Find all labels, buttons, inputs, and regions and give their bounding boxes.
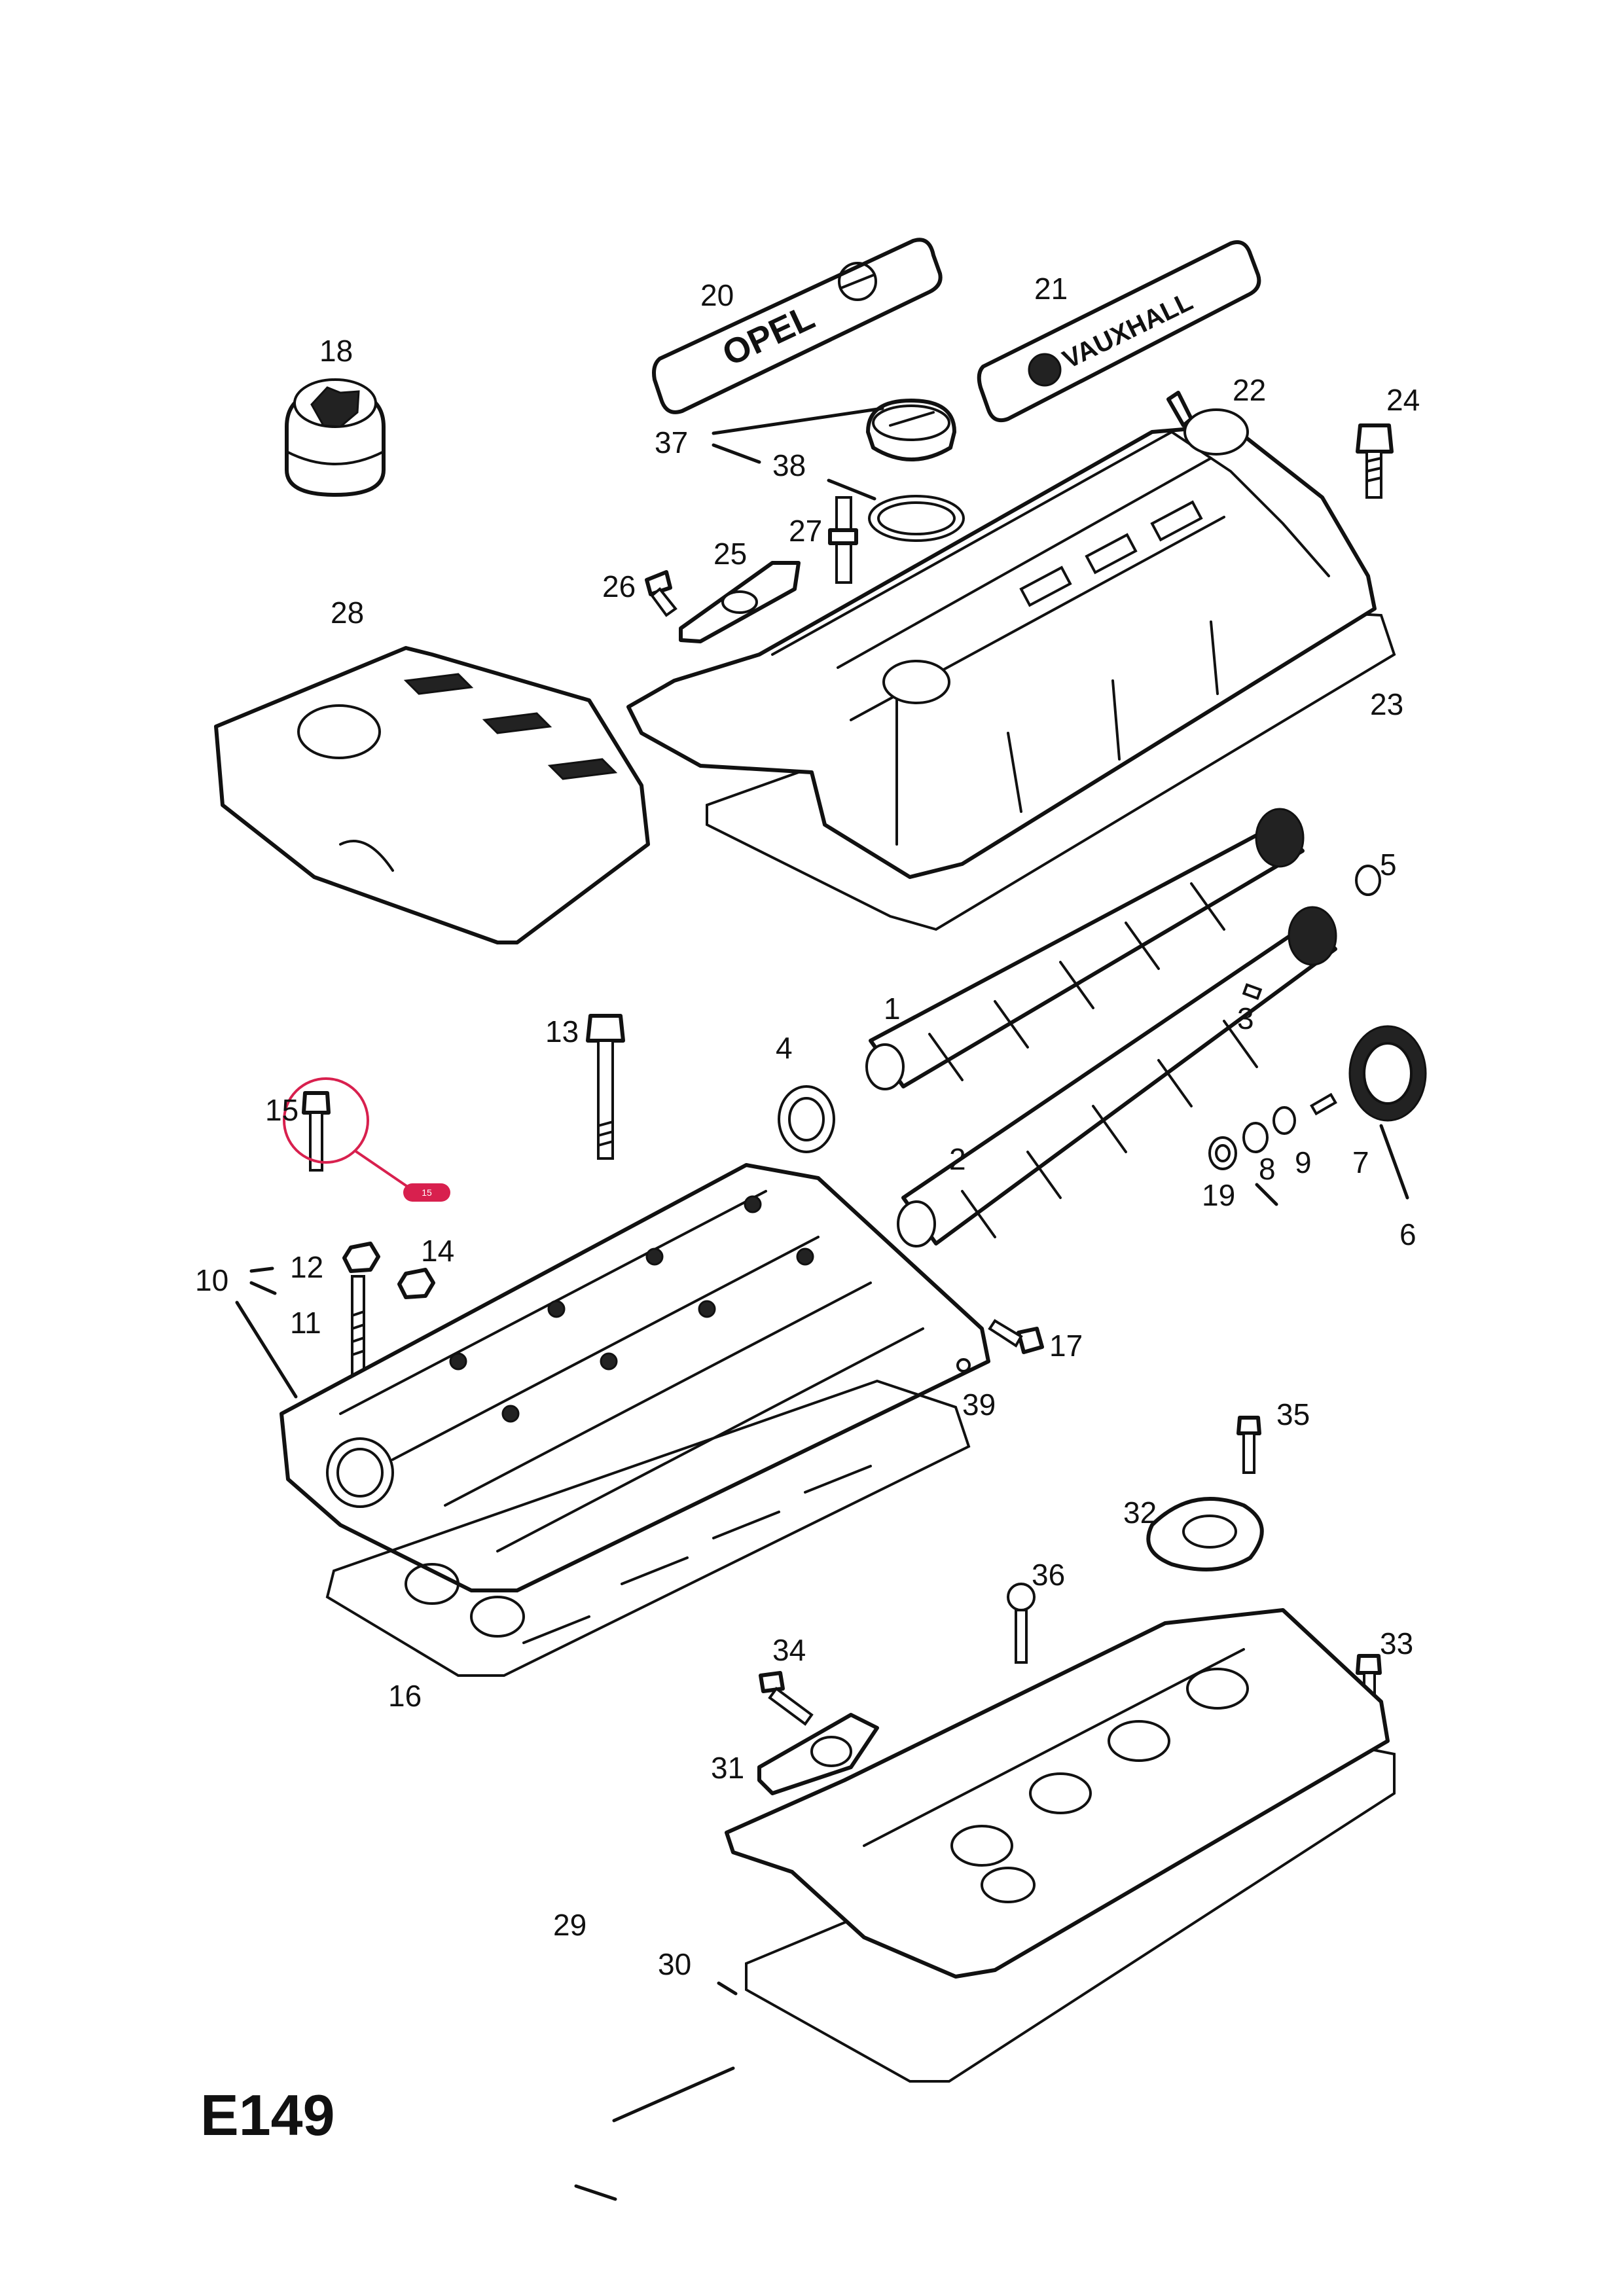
- part-31-cover-plate[interactable]: [757, 1713, 879, 1795]
- page-code: E149: [200, 2083, 335, 2147]
- part-32-outlet-housing[interactable]: [1146, 1497, 1264, 1571]
- callout-32[interactable]: 32: [1123, 1496, 1157, 1530]
- part-20-opel-emblem-plate[interactable]: OPEL: [652, 238, 943, 414]
- callout-4[interactable]: 4: [776, 1031, 793, 1065]
- callout-30[interactable]: 30: [658, 1947, 691, 1981]
- callout-26[interactable]: 26: [602, 569, 636, 603]
- part-26-bolt[interactable]: [645, 570, 677, 617]
- callout-18[interactable]: 18: [319, 334, 353, 368]
- callout-36[interactable]: 36: [1032, 1558, 1065, 1592]
- part-5-seal-ring[interactable]: [1355, 865, 1381, 896]
- part-25-cover-plate[interactable]: [679, 561, 801, 643]
- part-9-ring[interactable]: [1272, 1106, 1296, 1135]
- callout-17[interactable]: 17: [1049, 1329, 1083, 1363]
- part-35-bolt[interactable]: [1236, 1416, 1261, 1474]
- camshaft-gear-icon: [1255, 808, 1305, 868]
- part-17-bolt[interactable]: [988, 1319, 1044, 1354]
- callout-27[interactable]: 27: [789, 514, 822, 548]
- callout-labels: 1 2 3 4 5 6 7 8 9 10 11 12 13 14 15 16 1…: [195, 272, 1420, 1981]
- highlight-pill-label: 15: [422, 1187, 432, 1198]
- part-16-head-gasket[interactable]: [325, 1379, 971, 1677]
- part-10-cylinder-head[interactable]: [280, 1163, 990, 1592]
- callout-35[interactable]: 35: [1276, 1397, 1310, 1431]
- callout-37[interactable]: 37: [655, 425, 688, 459]
- callout-7[interactable]: 7: [1352, 1145, 1369, 1179]
- callout-10[interactable]: 10: [195, 1263, 228, 1297]
- callout-8[interactable]: 8: [1259, 1152, 1276, 1186]
- part-8-ring[interactable]: [1242, 1122, 1269, 1153]
- callout-6[interactable]: 6: [1399, 1217, 1416, 1251]
- part-14-nut[interactable]: [397, 1268, 435, 1299]
- callout-20[interactable]: 20: [700, 278, 734, 312]
- part-1-exhaust-camshaft[interactable]: [865, 808, 1305, 1090]
- part-15-highlight-marker[interactable]: 15: [283, 1077, 450, 1202]
- part-4-shaft-seal[interactable]: [778, 1085, 835, 1153]
- part-18-bush[interactable]: [285, 378, 386, 497]
- part-19-washer[interactable]: [1208, 1136, 1237, 1170]
- callout-33[interactable]: 33: [1380, 1626, 1413, 1660]
- callout-34[interactable]: 34: [772, 1633, 806, 1667]
- callout-23[interactable]: 23: [1370, 687, 1403, 721]
- callout-11[interactable]: 11: [290, 1306, 321, 1340]
- part-38-filler-cap-seal[interactable]: [868, 495, 965, 542]
- callout-2[interactable]: 2: [949, 1142, 966, 1176]
- part-2-intake-camshaft[interactable]: [897, 906, 1337, 1247]
- part-36-stud-bolt[interactable]: [1007, 1583, 1036, 1664]
- callout-5[interactable]: 5: [1380, 848, 1397, 882]
- part-24-bolt[interactable]: [1356, 423, 1394, 499]
- callout-21[interactable]: 21: [1034, 272, 1068, 306]
- part-12-nut[interactable]: [342, 1242, 380, 1273]
- callout-16[interactable]: 16: [388, 1679, 422, 1713]
- part-3-key[interactable]: [1242, 983, 1263, 1000]
- callout-28[interactable]: 28: [331, 596, 364, 630]
- part-13-cylinder-head-bolt[interactable]: [586, 1014, 625, 1160]
- callout-13[interactable]: 13: [545, 1014, 579, 1049]
- part-15-bolt[interactable]: [302, 1091, 331, 1172]
- callout-38[interactable]: 38: [772, 448, 806, 482]
- callout-1[interactable]: 1: [884, 992, 901, 1026]
- vauxhall-griffin-icon: [1028, 353, 1062, 387]
- part-6-timing-gear[interactable]: [1348, 1025, 1427, 1122]
- part-39-plug[interactable]: [956, 1358, 971, 1372]
- leader-lines: [235, 406, 1409, 2201]
- callout-25[interactable]: 25: [713, 537, 747, 571]
- callout-3[interactable]: 3: [1237, 1001, 1254, 1035]
- callout-39[interactable]: 39: [962, 1388, 996, 1422]
- part-22-camshaft-cover[interactable]: [626, 391, 1377, 879]
- callout-14[interactable]: 14: [421, 1234, 454, 1268]
- part-11-stud[interactable]: [351, 1275, 365, 1376]
- callout-12[interactable]: 12: [290, 1250, 323, 1284]
- callout-15[interactable]: 15: [265, 1093, 298, 1127]
- callout-19[interactable]: 19: [1202, 1178, 1235, 1212]
- part-21-vauxhall-emblem-plate[interactable]: VAUXHALL: [977, 240, 1261, 423]
- callout-29[interactable]: 29: [553, 1908, 586, 1942]
- callout-31[interactable]: 31: [711, 1751, 744, 1785]
- part-34-bolt[interactable]: [759, 1671, 814, 1726]
- callout-9[interactable]: 9: [1295, 1145, 1312, 1179]
- part-29-camshaft-cover[interactable]: [725, 1608, 1390, 1979]
- part-28-engine-cover[interactable]: [214, 646, 650, 944]
- part-7-pin[interactable]: [1310, 1092, 1337, 1116]
- opel-blitz-icon: [838, 262, 877, 301]
- callout-24[interactable]: 24: [1386, 383, 1420, 417]
- callout-22[interactable]: 22: [1233, 373, 1266, 407]
- part-27-stud[interactable]: [828, 496, 858, 584]
